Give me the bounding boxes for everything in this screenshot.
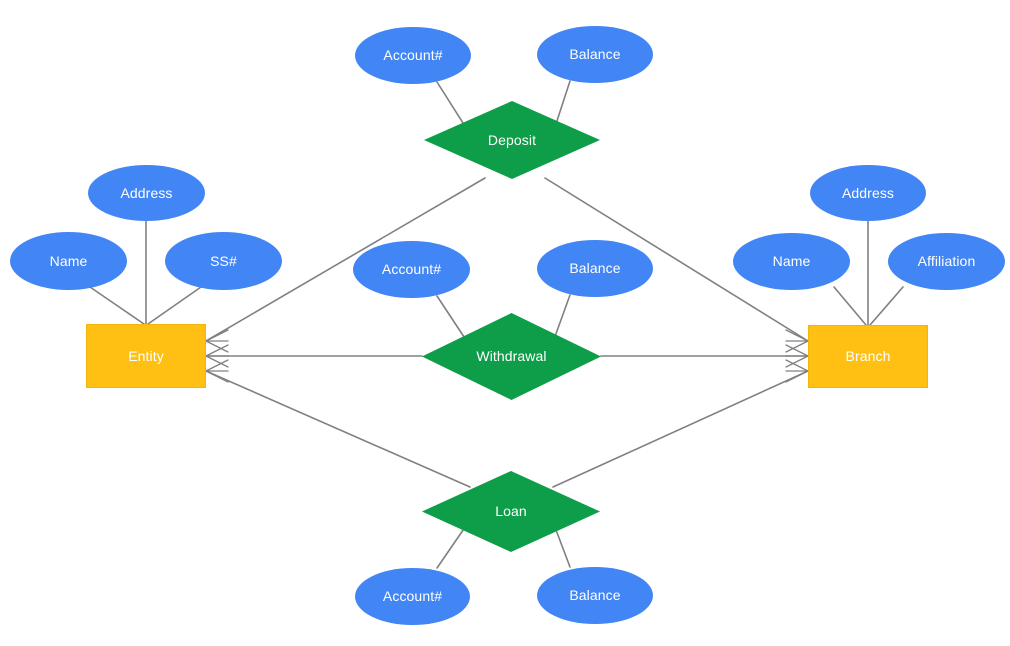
attribute-entity-ssn[interactable]: SS#	[165, 232, 282, 290]
attribute-edge	[89, 286, 145, 325]
attribute-branch-affiliation[interactable]: Affiliation	[888, 233, 1005, 290]
entity-branch-label: Branch	[845, 348, 891, 365]
crows-foot-icon-prong	[785, 329, 809, 342]
attribute-withdrawal-balance[interactable]: Balance	[537, 240, 653, 297]
attribute-loan-balance-label: Balance	[569, 587, 621, 604]
attribute-edge	[147, 286, 202, 325]
entity-entity[interactable]: Entity	[86, 324, 206, 388]
diamond-shape-icon	[422, 313, 601, 400]
attribute-deposit-balance[interactable]: Balance	[537, 26, 653, 83]
attribute-branch-name-label: Name	[772, 253, 811, 270]
crows-foot-icon-prong	[785, 355, 809, 368]
entity-entity-label: Entity	[128, 347, 164, 364]
diamond-shape-icon	[424, 101, 600, 179]
crows-foot-icon-prong	[785, 340, 809, 353]
attribute-withdrawal-account-label: Account#	[381, 261, 442, 278]
relationship-loan[interactable]: Loan	[422, 471, 600, 552]
attribute-branch-address[interactable]: Address	[810, 165, 926, 221]
attribute-edge	[833, 286, 867, 326]
attribute-entity-name-label: Name	[49, 252, 88, 269]
attribute-loan-account-label: Account#	[382, 588, 443, 605]
attribute-entity-ssn-label: SS#	[210, 252, 237, 269]
attribute-entity-address[interactable]: Address	[88, 165, 205, 221]
crows-foot-icon-prong	[205, 340, 229, 353]
attribute-deposit-account-label: Account#	[383, 47, 443, 64]
entity-branch[interactable]: Branch	[808, 325, 928, 388]
crows-foot-icon-prong	[785, 359, 809, 372]
diamond-shape-icon	[422, 471, 600, 552]
attribute-branch-affiliation-label: Affiliation	[917, 253, 976, 270]
crows-foot-icon-prong	[205, 359, 229, 372]
attribute-deposit-account[interactable]: Account#	[355, 27, 471, 84]
relationship-deposit[interactable]: Deposit	[424, 101, 600, 179]
crows-foot-icon-prong	[205, 329, 229, 342]
attribute-loan-account[interactable]: Account#	[355, 568, 470, 625]
crows-foot-icon-prong	[205, 344, 229, 357]
attribute-loan-balance[interactable]: Balance	[537, 567, 653, 624]
attribute-withdrawal-balance-label: Balance	[569, 260, 621, 277]
relationship-withdrawal[interactable]: Withdrawal	[422, 313, 601, 400]
crows-foot-icon-prong	[205, 370, 229, 383]
attribute-branch-address-label: Address	[841, 184, 895, 201]
crows-foot-icon-prong	[785, 344, 809, 357]
crows-foot-icon-prong	[205, 355, 229, 368]
attribute-withdrawal-account[interactable]: Account#	[353, 241, 470, 298]
crows-foot-icon-prong	[785, 370, 809, 383]
attribute-entity-name[interactable]: Name	[10, 232, 127, 290]
attribute-edge	[869, 286, 904, 326]
attribute-deposit-balance-label: Balance	[569, 46, 621, 63]
attribute-branch-name[interactable]: Name	[733, 233, 850, 290]
attribute-entity-address-label: Address	[120, 184, 173, 201]
